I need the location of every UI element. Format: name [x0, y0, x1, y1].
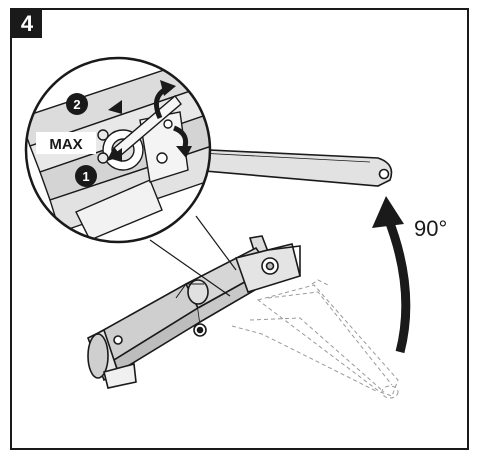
valve-pointer-2 — [108, 100, 122, 114]
max-label: MAX — [49, 136, 82, 153]
curved-rotate-arrow-icon — [153, 80, 192, 158]
closer-arm — [167, 147, 393, 187]
curved-swing-arrow-icon — [372, 196, 411, 354]
valve-pointer-1 — [108, 148, 122, 162]
angle-label: 90° — [414, 216, 447, 241]
marker-2-label: 2 — [73, 97, 80, 112]
step-number-badge: 4 — [12, 10, 42, 38]
zoom-connector — [149, 215, 237, 297]
closer-body — [86, 243, 301, 389]
detail-magnifier: 2 1 MAX — [24, 56, 212, 244]
marker-2: 2 — [66, 93, 88, 115]
marker-1: 1 — [75, 165, 97, 187]
closed-position-ghost-arm — [231, 279, 399, 399]
illustration-frame — [10, 8, 469, 450]
marker-1-label: 1 — [82, 169, 89, 184]
